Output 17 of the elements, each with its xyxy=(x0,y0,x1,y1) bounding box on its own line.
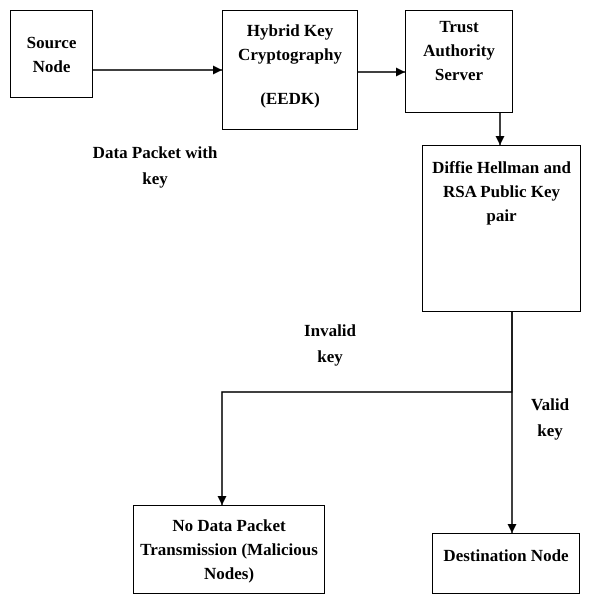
box-text: No Data Packet Transmission (Malicious Nodes) xyxy=(140,515,318,585)
arrow xyxy=(93,66,222,74)
box-text: Hybrid Key Cryptography xyxy=(237,20,343,66)
box-text: Source Node xyxy=(26,32,78,78)
process-box xyxy=(422,145,581,312)
arrow xyxy=(496,113,504,145)
arrow xyxy=(358,68,405,76)
arrow xyxy=(508,312,516,533)
process-box xyxy=(222,10,358,130)
process-box xyxy=(432,533,580,594)
box-text: Destination Node xyxy=(443,545,569,567)
box-text: (EEDK) xyxy=(260,88,320,110)
process-box xyxy=(405,10,513,113)
process-box xyxy=(10,10,93,98)
box-text: Diffie Hellman and RSA Public Key pair xyxy=(431,157,572,227)
process-box xyxy=(133,505,325,594)
box-text: Trust Authority Server xyxy=(422,16,496,86)
